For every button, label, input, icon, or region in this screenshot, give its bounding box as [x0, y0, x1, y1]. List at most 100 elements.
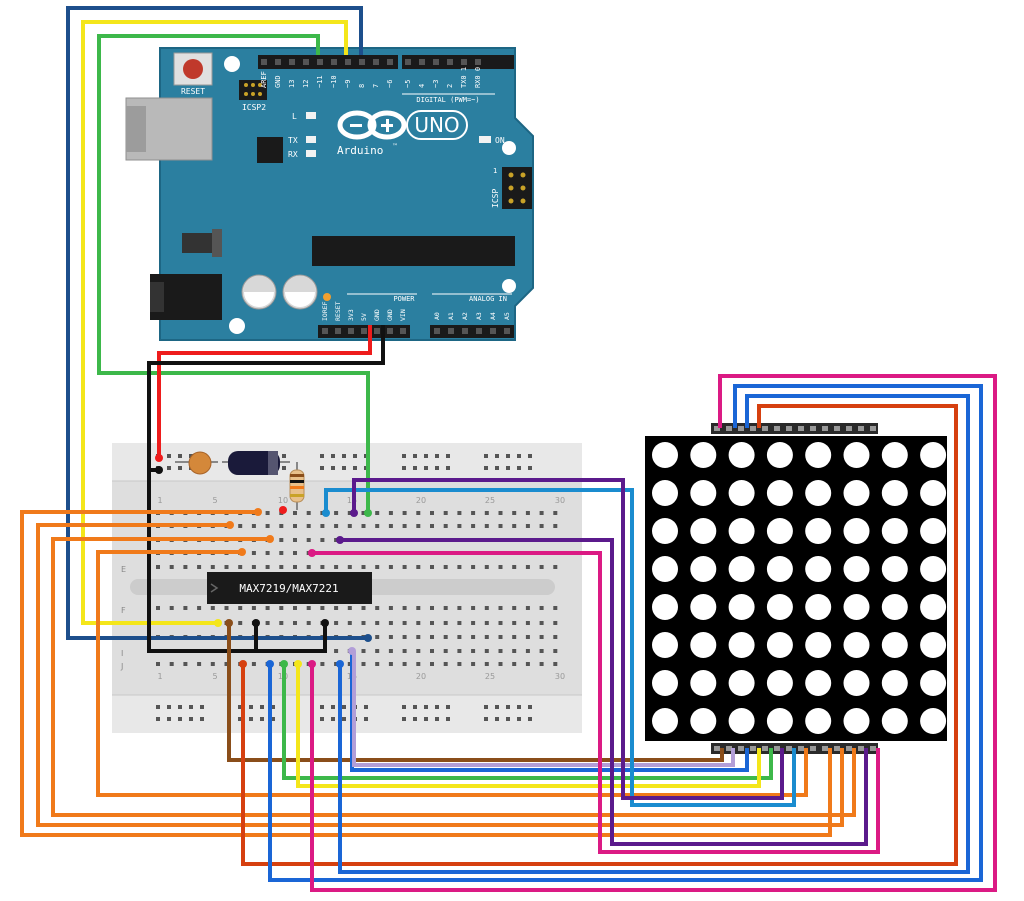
wire-purple-2 — [340, 538, 868, 846]
power-pin-label: VIN — [399, 309, 407, 321]
wire-end — [350, 509, 358, 517]
wire-end — [226, 521, 234, 529]
wire-orange-1 — [20, 510, 832, 837]
terminal-hole — [512, 524, 517, 528]
wire-end — [239, 660, 247, 668]
digital-pin-label: ~6 — [386, 80, 394, 88]
rail-hole — [402, 454, 406, 458]
matrix-led — [920, 518, 947, 544]
rail-hole — [178, 717, 182, 721]
terminal-hole — [306, 511, 311, 515]
rail-hole — [506, 717, 510, 721]
wire-blue-1 — [268, 384, 983, 882]
digital-pin-hole — [359, 59, 365, 65]
terminal-hole — [512, 511, 517, 515]
terminal-hole — [375, 511, 380, 515]
rail-hole — [320, 717, 324, 721]
terminal-hole — [443, 649, 448, 653]
terminal-hole — [402, 621, 407, 625]
terminal-hole — [457, 606, 462, 610]
terminal-hole — [375, 635, 380, 639]
power-pin-hole — [348, 328, 354, 334]
terminal-hole — [293, 621, 297, 625]
matrix-led — [881, 480, 908, 506]
matrix-led — [881, 442, 908, 468]
terminal-hole — [402, 565, 407, 569]
matrix-pin — [846, 426, 852, 431]
matrix-pin — [762, 746, 768, 751]
terminal-hole — [416, 621, 421, 625]
wire-end — [266, 535, 274, 543]
led-tx: TX — [288, 136, 316, 145]
power-pin-label: GND — [386, 309, 394, 321]
matrix-led — [690, 480, 717, 506]
rail-hole — [282, 466, 286, 470]
terminal-hole — [512, 635, 517, 639]
terminal-hole — [306, 565, 311, 569]
rail-hole — [424, 454, 428, 458]
matrix-pin — [798, 746, 804, 751]
matrix-led — [690, 556, 717, 582]
wire-cyan — [324, 488, 796, 807]
digital-pin-hole — [433, 59, 439, 65]
rail-hole — [495, 705, 499, 709]
digital-pin-label: ~5 — [404, 80, 412, 88]
ceramic-capacitor — [175, 451, 218, 475]
terminal-hole — [388, 635, 393, 639]
terminal-hole — [498, 621, 503, 625]
terminal-hole — [484, 511, 489, 515]
wire-redorange-1 — [241, 404, 958, 866]
terminal-hole — [388, 565, 393, 569]
digital-pin-hole — [289, 59, 295, 65]
terminal-hole — [430, 635, 434, 639]
matrix-led — [805, 480, 832, 506]
matrix-led — [728, 708, 755, 734]
terminal-hole — [539, 524, 544, 528]
rail-hole — [167, 717, 171, 721]
terminal-hole — [224, 662, 229, 666]
arduino-brand: Arduino — [337, 144, 383, 157]
rail-hole — [435, 705, 439, 709]
terminal-hole — [388, 606, 393, 610]
terminal-hole — [375, 524, 380, 528]
rail-hole — [364, 717, 368, 721]
rail-hole — [156, 717, 160, 721]
analog-pin-hole — [490, 328, 496, 334]
terminal-hole — [156, 606, 160, 610]
matrix-led — [920, 556, 947, 582]
rail-hole — [402, 466, 406, 470]
matrix-led — [881, 556, 908, 582]
icsp2-label: ICSP2 — [242, 103, 266, 112]
terminal-hole — [306, 621, 311, 625]
terminal-hole — [347, 511, 352, 515]
analog-pin-hole — [434, 328, 440, 334]
wire-orange-2 — [36, 523, 844, 827]
terminal-hole — [197, 565, 202, 569]
svg-text:RX: RX — [288, 150, 298, 159]
terminal-hole — [539, 635, 544, 639]
matrix-led — [690, 518, 717, 544]
rail-hole — [413, 717, 417, 721]
matrix-led — [920, 632, 947, 658]
rail-hole — [528, 705, 532, 709]
led-matrix-8x8 — [645, 423, 947, 754]
matrix-led — [843, 708, 870, 734]
terminal-hole — [320, 662, 325, 666]
led-on: ON — [479, 136, 505, 145]
terminal-hole — [197, 662, 202, 666]
rail-hole — [178, 466, 182, 470]
max7219-chip: MAX7219/MAX7221 — [207, 572, 372, 604]
terminal-hole — [457, 524, 462, 528]
terminal-hole — [553, 621, 558, 625]
wire-end-caps — [155, 454, 372, 668]
terminal-hole — [484, 565, 489, 569]
terminal-hole — [525, 649, 530, 653]
rail-hole — [402, 717, 406, 721]
analog-pin-hole — [448, 328, 454, 334]
svg-text:ON: ON — [495, 136, 505, 145]
terminal-hole — [293, 565, 297, 569]
terminal-hole — [416, 511, 421, 515]
matrix-led — [728, 480, 755, 506]
